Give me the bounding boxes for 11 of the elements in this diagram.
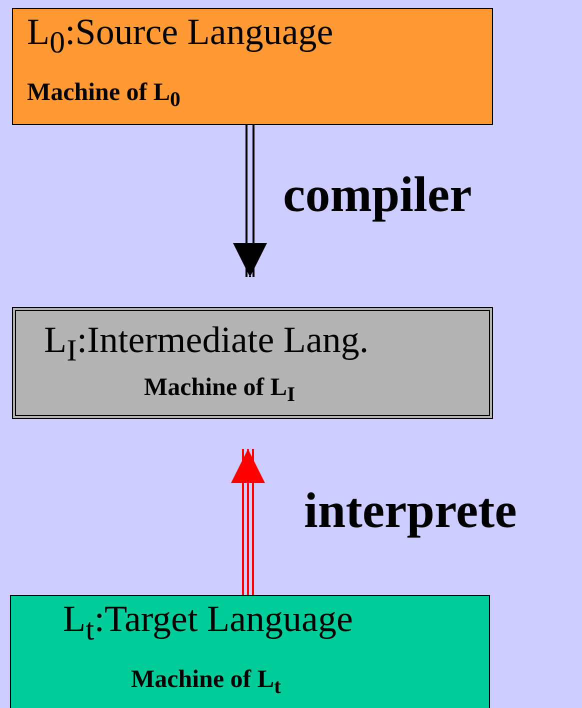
language-title: L$_{0}$:Source Language — [27, 13, 334, 62]
arrow — [233, 124, 267, 278]
machine-label: Machine of L$_{0}$ — [27, 79, 180, 113]
language-title: L$_{I}$:Intermediate Lang. — [44, 321, 369, 370]
machine-label: Machine of L$_{t}$ — [131, 666, 281, 700]
language-box — [12, 307, 493, 419]
language-title: L$_{t}$:Target Language — [63, 600, 353, 648]
arrow — [231, 448, 265, 596]
language-box — [12, 8, 493, 125]
language-box — [10, 595, 490, 708]
machine-label: Machine of L$_{I}$ — [144, 374, 296, 408]
